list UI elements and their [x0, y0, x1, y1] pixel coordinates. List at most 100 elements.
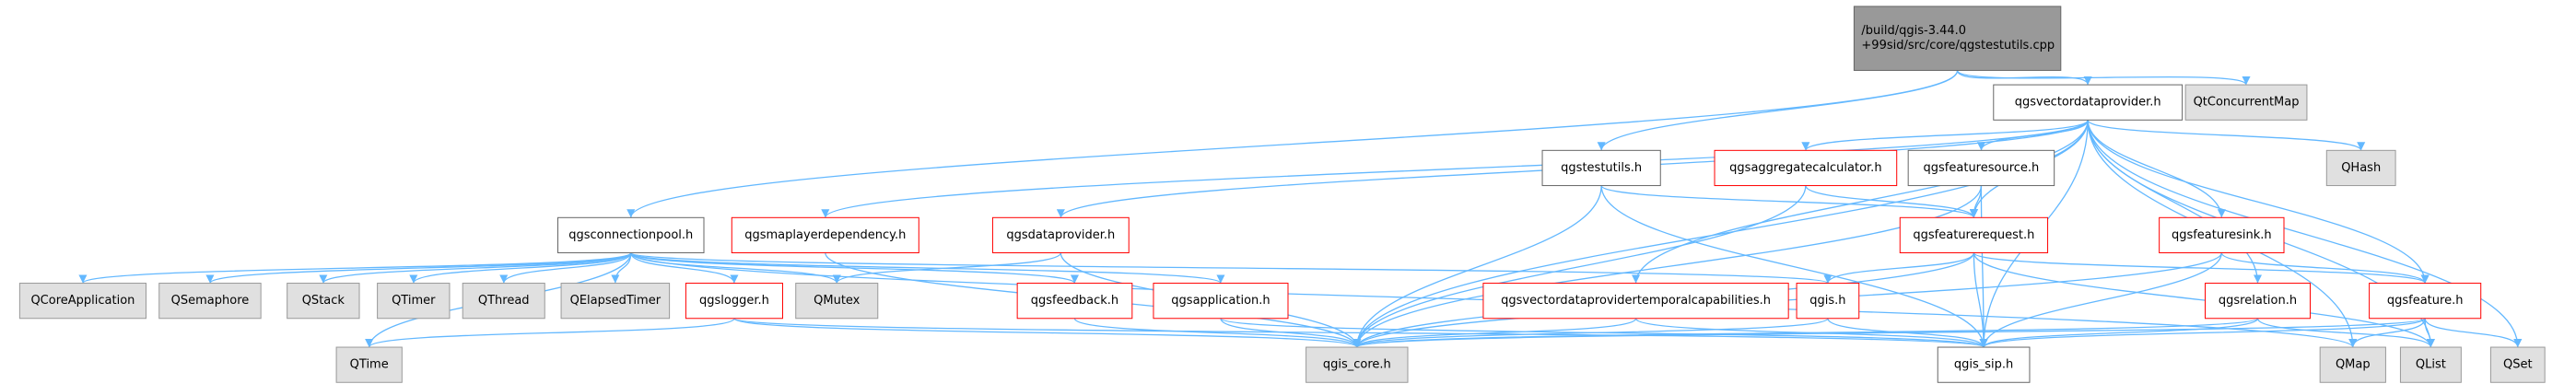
node-feature[interactable]: qgsfeature.h [2369, 283, 2482, 320]
node-feedback-box [1016, 283, 1133, 320]
edge-dp-to-qmutex [832, 252, 1061, 284]
node-qsem: QSemaphore [158, 283, 262, 320]
node-qset-box [2489, 346, 2546, 383]
edge-logger-to-qtime [365, 318, 735, 348]
node-vdtc-label: qgsvectordataprovidertemporalcapabilitie… [1501, 294, 1771, 308]
edge-connpool-to-qtimer [409, 252, 632, 284]
edge-vdp-to-feature [2087, 120, 2430, 284]
node-qtimer: QTimer [377, 283, 451, 320]
node-qelapsed-label: QElapsedTimer [570, 294, 662, 308]
node-qstack-label: QStack [302, 294, 345, 308]
node-feature-label: qgsfeature.h [2387, 294, 2464, 308]
node-feedback[interactable]: qgsfeedback.h [1016, 283, 1133, 320]
node-dp-box [991, 216, 1130, 254]
node-qmap-box [2319, 346, 2386, 383]
node-qtimer-label: QTimer [392, 294, 436, 308]
node-core: qgis_core.h [1306, 346, 1409, 383]
node-qcoreapp: QCoreApplication [18, 283, 146, 320]
edge-vdp-to-vdtc [1632, 120, 2089, 284]
nodes-layer: /build/qgis-3.44.0+99sid/src/core/qgstes… [18, 6, 2546, 383]
node-dp-label: qgsdataprovider.h [1006, 228, 1115, 242]
node-mld[interactable]: qgsmaplayerdependency.h [731, 216, 919, 254]
node-vdp[interactable]: qgsvectordataprovider.h [1993, 84, 2184, 121]
node-application-label: qgsapplication.h [1171, 294, 1270, 308]
node-root-label: /build/qgis-3.44.0 [1861, 24, 1966, 38]
node-connpool-label: qgsconnectionpool.h [568, 228, 693, 242]
node-featsink[interactable]: qgsfeaturesink.h [2159, 216, 2285, 254]
edge-vdtc-to-core [1352, 318, 1637, 348]
edge-connpool-to-qsem [205, 251, 632, 285]
node-mld-label: qgsmaplayerdependency.h [744, 228, 906, 242]
edge-connpool-to-qcoreapp [78, 251, 632, 285]
node-featreq-label: qgsfeaturerequest.h [1913, 228, 2034, 242]
node-featreq[interactable]: qgsfeaturerequest.h [1899, 216, 2049, 254]
node-qmutex-label: QMutex [814, 294, 861, 308]
edge-feature-to-qset [2424, 318, 2523, 348]
node-vdp-box [1993, 84, 2184, 121]
node-sip[interactable]: qgis_sip.h [1937, 346, 2031, 383]
node-relation-label: qgsrelation.h [2219, 294, 2297, 308]
node-application[interactable]: qgsapplication.h [1153, 283, 1289, 320]
edge-connpool-to-qstack [319, 251, 632, 285]
node-featsink-box [2159, 216, 2285, 254]
node-qtcm-label: QtConcurrentMap [2194, 96, 2300, 110]
node-qmap: QMap [2319, 346, 2386, 383]
node-qlist: QList [2399, 346, 2462, 383]
edge-testutils-to-core [1352, 185, 1602, 348]
node-aggcalc[interactable]: qgsaggregatecalculator.h [1714, 149, 1898, 187]
edge-feature-to-qmap [2348, 318, 2426, 348]
node-logger[interactable]: qgslogger.h [685, 283, 783, 320]
node-qtime-box [335, 346, 403, 383]
edge-application-to-core [1220, 318, 1362, 348]
node-connpool-box [557, 216, 705, 254]
node-application-box [1153, 283, 1289, 320]
edge-logger-to-core [733, 318, 1362, 348]
node-qtcm-box [2184, 84, 2308, 121]
node-vdtc[interactable]: qgsvectordataprovidertemporalcapabilitie… [1482, 283, 1789, 320]
edge-relation-to-sip [1979, 318, 2259, 348]
node-qhash-label: QHash [2341, 161, 2381, 175]
node-root[interactable]: /build/qgis-3.44.0+99sid/src/core/qgstes… [1853, 6, 2062, 71]
node-qsem-box [158, 283, 262, 320]
node-qelapsed-box [560, 283, 671, 320]
node-connpool[interactable]: qgsconnectionpool.h [557, 216, 705, 254]
node-dp[interactable]: qgsdataprovider.h [991, 216, 1130, 254]
edge-feature-to-sip [1979, 318, 2426, 348]
edge-testutils-to-featreq [1600, 184, 1978, 218]
edge-relation-to-qlist [2256, 318, 2435, 348]
node-qtimer-box [377, 283, 451, 320]
node-testutils-box [1541, 149, 1661, 187]
node-vdtc-box [1482, 283, 1789, 320]
node-qstack-box [287, 283, 360, 320]
edge-featsrc-to-sip [1979, 185, 1988, 348]
edge-vdp-to-qhash [2087, 119, 2366, 151]
edge-feedback-to-core [1073, 318, 1362, 348]
node-root-box [1853, 6, 2062, 71]
node-qcoreapp-box [18, 283, 146, 320]
edge-connpool-to-qgish [630, 251, 1832, 285]
node-relation[interactable]: qgsrelation.h [2205, 283, 2311, 320]
node-aggcalc-label: qgsaggregatecalculator.h [1729, 161, 1881, 175]
node-qgish[interactable]: qgis.h [1796, 283, 1860, 320]
edge-featreq-to-qgish [1823, 252, 1975, 284]
node-featsrc[interactable]: qgsfeaturesource.h [1907, 149, 2055, 187]
node-testutils[interactable]: qgstestutils.h [1541, 149, 1661, 187]
edges-layer [78, 69, 2523, 348]
node-mld-box [731, 216, 919, 254]
node-featsrc-box [1907, 149, 2055, 187]
edge-featreq-to-sip [1973, 252, 1988, 348]
node-feature-box [2369, 283, 2482, 320]
edge-connpool-to-application [630, 251, 1225, 285]
node-qset-label: QSet [2503, 358, 2533, 372]
node-qmutex: QMutex [795, 283, 879, 320]
node-core-label: qgis_core.h [1323, 358, 1391, 372]
node-qelapsed: QElapsedTimer [560, 283, 671, 320]
node-sip-label: qgis_sip.h [1954, 358, 2013, 372]
edge-testutils-to-sip [1600, 185, 1988, 348]
edge-featreq-to-qlist [1973, 252, 2435, 348]
node-qgish-label: qgis.h [1809, 294, 1845, 308]
node-qlist-box [2399, 346, 2462, 383]
node-qmap-label: QMap [2336, 358, 2371, 372]
node-sip-box [1937, 346, 2031, 383]
node-aggcalc-box [1714, 149, 1898, 187]
